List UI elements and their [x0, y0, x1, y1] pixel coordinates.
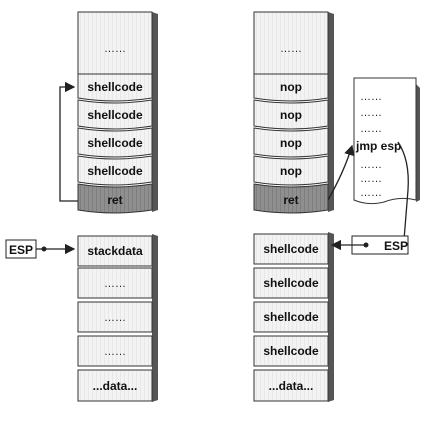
right-lower-stack: shellcode shellcode shellcode shellcode … [253, 232, 334, 402]
right-upper-cell-3 [253, 127, 329, 158]
left-esp-label: ESP [9, 243, 33, 257]
left-ret-cell [77, 183, 153, 214]
right-upper-cell-4-text: nop [280, 164, 302, 178]
left-upper-cell-2 [77, 99, 153, 130]
left-upper-cell-1-text: shellcode [87, 80, 143, 94]
left-lower-cell-4 [77, 369, 153, 402]
left-lower-cell-2 [77, 301, 153, 333]
code-line-4: …… [360, 159, 382, 171]
right-upper-cell-0 [253, 11, 329, 75]
left-lower-cell-2-text: …… [104, 312, 126, 324]
left-upper-cell-0 [77, 11, 153, 75]
right-lower-cell-3 [253, 335, 329, 367]
code-line-5: …… [360, 173, 382, 185]
right-lower-cell-4 [253, 369, 329, 402]
left-lower-cell-1 [77, 267, 153, 299]
left-lower-cell-3 [77, 335, 153, 367]
left-upper-cell-1 [77, 73, 153, 102]
right-esp-label: ESP [384, 239, 408, 253]
right-ret-cell [253, 183, 329, 214]
left-ret-cell-text: ret [107, 193, 122, 207]
right-lower-cell-2 [253, 301, 329, 333]
right-upper-cell-0-text: …… [280, 43, 302, 55]
left-upper-stack: …… shellcode shellcode shellcode shellco… [77, 11, 158, 214]
right-upper-cell-3-text: nop [280, 136, 302, 150]
right-lower-cell-4-text: ...data... [269, 379, 314, 393]
right-upper-cell-2 [253, 99, 329, 130]
right-upper-cell-1 [253, 73, 329, 102]
right-lower-cell-3-text: shellcode [263, 344, 319, 358]
right-esp-register: ESP [330, 235, 409, 255]
right-lower-cell-0 [253, 233, 329, 265]
left-lower-cell-0 [77, 235, 153, 267]
code-line-6: …… [360, 187, 382, 199]
right-lower-cell-2-text: shellcode [263, 310, 319, 324]
code-line-1: …… [360, 107, 382, 119]
right-ret-cell-text: ret [283, 193, 298, 207]
right-upper-cell-1-text: nop [280, 80, 302, 94]
right-lower-cell-0-text: shellcode [263, 242, 319, 256]
left-upper-cell-3 [77, 127, 153, 158]
right-upper-stack: …… nop nop nop nop ret [253, 11, 334, 214]
left-lower-cell-3-text: …… [104, 346, 126, 358]
left-upper-cell-4 [77, 155, 153, 186]
right-lower-cell-1-text: shellcode [263, 276, 319, 290]
code-jmp-esp: jmp esp [355, 139, 401, 153]
left-esp-register: ESP [5, 239, 76, 259]
left-upper-cell-0-text: …… [104, 43, 126, 55]
left-lower-stack: stackdata …… …… …… ...data... [77, 234, 158, 402]
code-line-0: …… [360, 91, 382, 103]
right-upper-cell-2-text: nop [280, 108, 302, 122]
code-line-2: …… [360, 123, 382, 135]
left-lower-cell-0-text: stackdata [87, 244, 143, 258]
ret-to-jmp-arrow [327, 144, 355, 201]
left-upper-cell-3-text: shellcode [87, 136, 143, 150]
left-lower-cell-4-text: ...data... [93, 379, 138, 393]
left-upper-cell-2-text: shellcode [87, 108, 143, 122]
left-upper-cell-4-text: shellcode [87, 164, 143, 178]
right-upper-cell-4 [253, 155, 329, 186]
left-jump-arrow [59, 81, 78, 202]
code-area: …… …… …… jmp esp …… …… …… [353, 77, 420, 205]
left-lower-cell-1-text: …… [104, 278, 126, 290]
jmp-to-esp-line [397, 141, 409, 241]
right-lower-cell-1 [253, 267, 329, 299]
